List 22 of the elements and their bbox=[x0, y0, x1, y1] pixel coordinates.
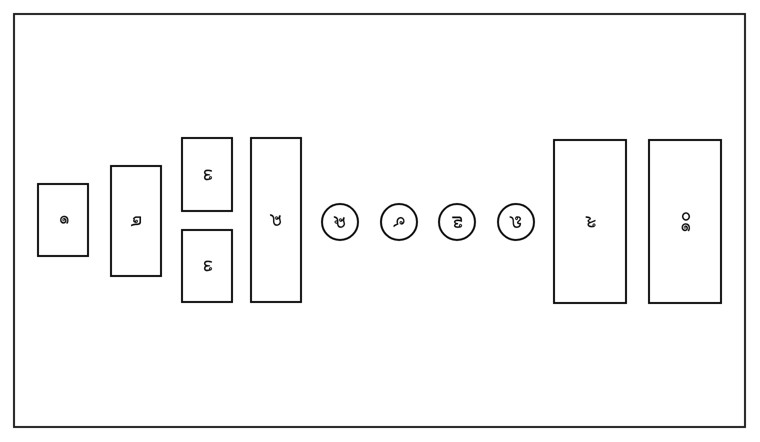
number-label: ๕ bbox=[331, 215, 349, 229]
numbered-box bbox=[181, 229, 233, 303]
number-label: ๘ bbox=[507, 215, 525, 229]
number-label: ๓ bbox=[198, 260, 216, 272]
numbered-circle bbox=[321, 203, 359, 241]
numbered-circle bbox=[497, 203, 535, 241]
numbered-box bbox=[250, 137, 302, 303]
number-label: ๒ bbox=[127, 215, 145, 227]
numbered-box bbox=[648, 139, 722, 304]
number-label: ๔ bbox=[267, 213, 285, 227]
numbered-circle bbox=[380, 203, 418, 241]
numbered-box bbox=[37, 183, 89, 257]
numbered-circle bbox=[438, 203, 476, 241]
number-label: ๑ bbox=[54, 214, 72, 226]
numbered-box bbox=[553, 139, 627, 304]
number-label: ๑๐ bbox=[676, 210, 694, 232]
numbered-box bbox=[110, 165, 162, 277]
number-label: ๗ bbox=[448, 215, 466, 229]
number-label: ๙ bbox=[581, 215, 599, 228]
number-label: ๓ bbox=[198, 168, 216, 180]
numbered-box bbox=[181, 137, 233, 212]
number-label: ๖ bbox=[390, 216, 408, 228]
